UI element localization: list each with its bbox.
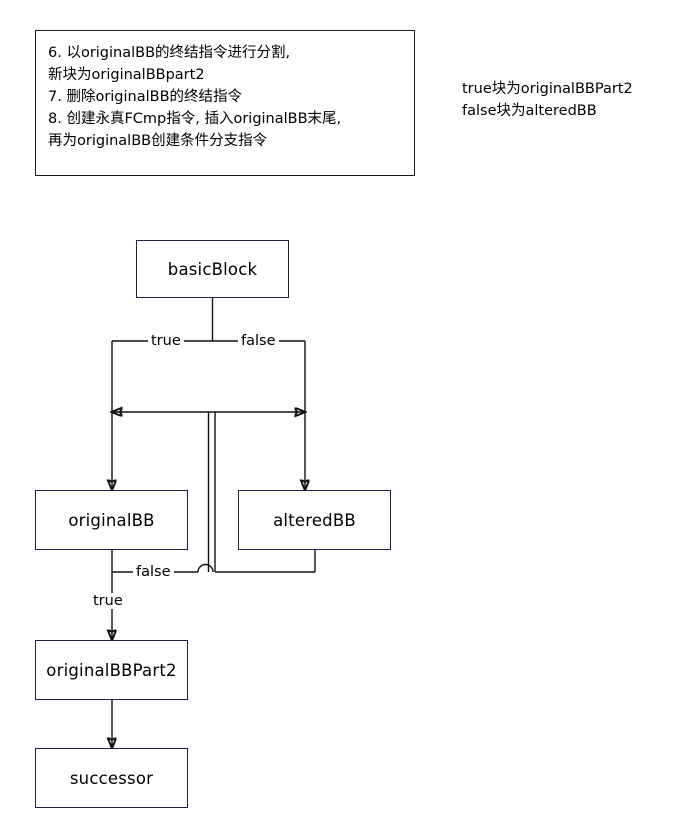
steps-note-line-4: 8. 创建永真FCmp指令, 插入originalBB末尾,: [48, 111, 342, 127]
edge-label-originalbb-false-text: false: [136, 564, 171, 580]
edge-label-originalbb-true-text: true: [93, 593, 123, 609]
node-basicblock-label: basicBlock: [167, 259, 258, 279]
edge-label-originalbb-false: false: [133, 564, 174, 580]
legend-note: true块为originalBBPart2 false块为alteredBB: [462, 78, 687, 122]
node-successor-label: successor: [69, 768, 154, 788]
node-basicblock[interactable]: basicBlock: [136, 240, 289, 298]
edge-label-basicblock-true: true: [148, 333, 184, 349]
legend-line-2: false块为alteredBB: [462, 103, 597, 119]
edge-label-basicblock-false-text: false: [241, 333, 276, 349]
node-alteredbb[interactable]: alteredBB: [238, 490, 391, 550]
node-successor[interactable]: successor: [35, 748, 188, 808]
edge-wire-hop: [197, 563, 214, 573]
node-alteredbb-label: alteredBB: [273, 510, 356, 530]
steps-note-line-3: 7. 删除originalBB的终结指令: [48, 89, 243, 105]
node-originalbbpart2[interactable]: originalBBPart2: [35, 640, 188, 700]
steps-note-line-1: 6. 以originalBB的终结指令进行分割,: [48, 45, 291, 61]
steps-note-line-5: 再为originalBB创建条件分支指令: [48, 133, 268, 149]
node-originalbb-label: originalBB: [68, 510, 155, 530]
legend-line-1: true块为originalBBPart2: [462, 81, 633, 97]
edge-label-basicblock-true-text: true: [151, 333, 181, 349]
node-originalbb[interactable]: originalBB: [35, 490, 188, 550]
edge-label-basicblock-false: false: [238, 333, 279, 349]
steps-note-box: 6. 以originalBB的终结指令进行分割, 新块为originalBBpa…: [35, 30, 415, 176]
steps-note-line-2: 新块为originalBBpart2: [48, 67, 205, 83]
node-originalbbpart2-label: originalBBPart2: [46, 660, 177, 680]
edge-label-originalbb-true: true: [90, 593, 126, 609]
